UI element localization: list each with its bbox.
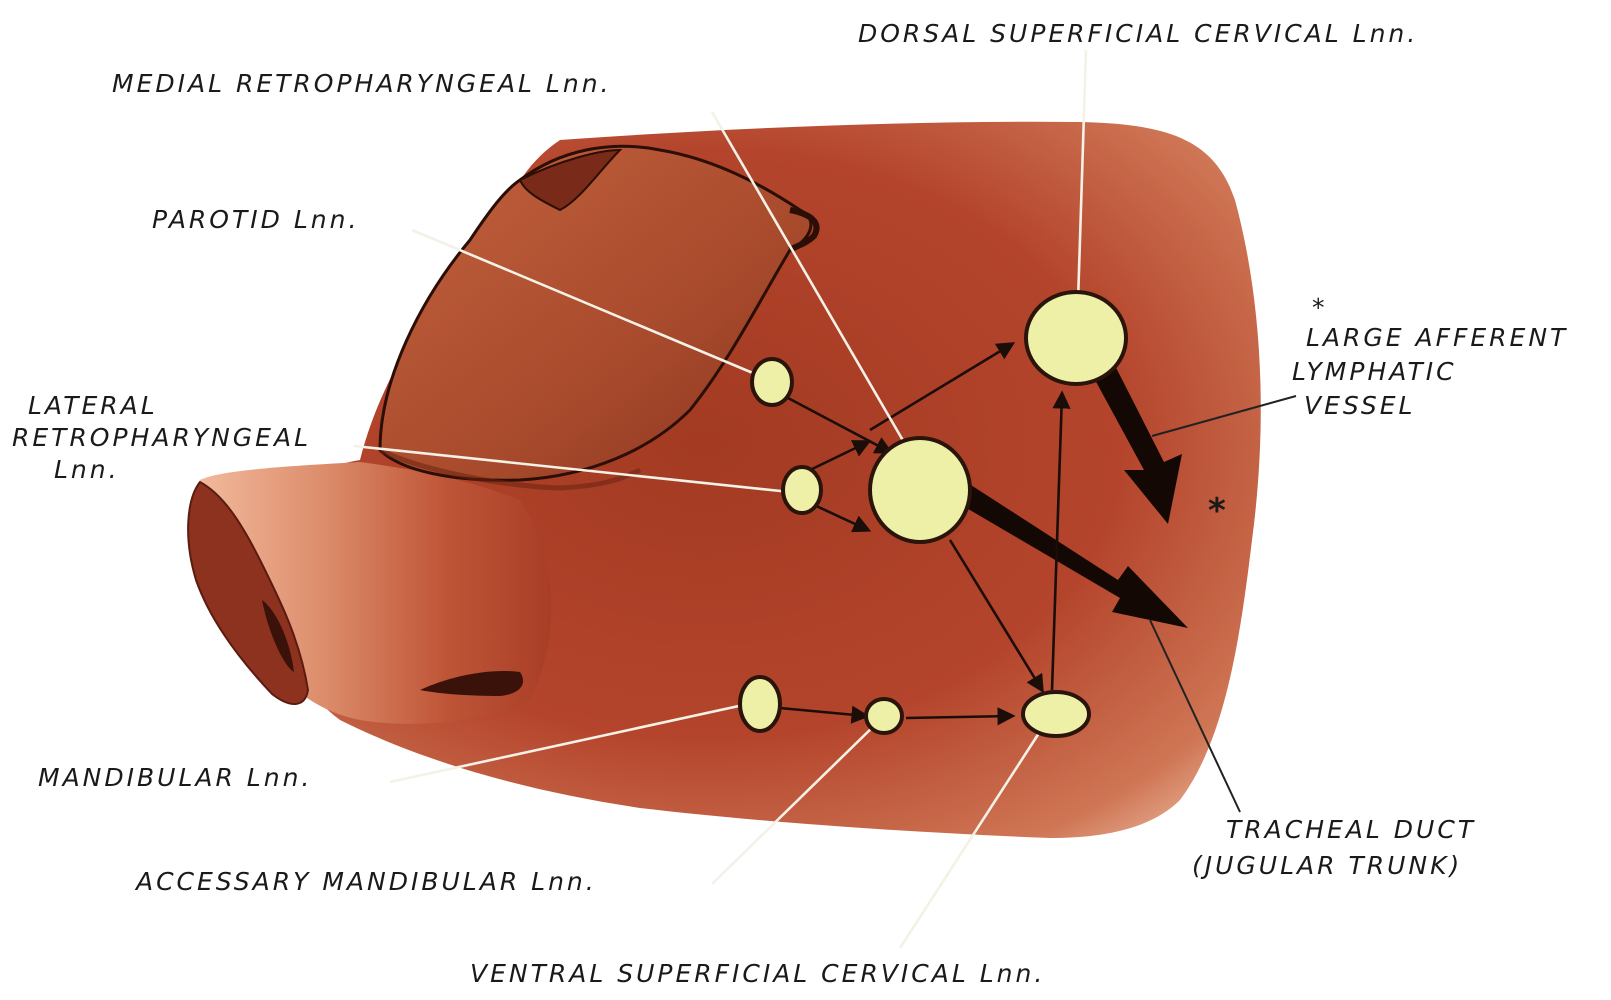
ventral-superficial-cervical-node xyxy=(1023,692,1089,736)
label-accessory-mandibular: ACCESSARY MANDIBULAR Lnn. xyxy=(134,867,597,896)
accessory-mandibular-node xyxy=(866,699,902,733)
mandibular-node xyxy=(740,677,780,731)
label-dorsal-superficial-cervical: DORSAL SUPERFICIAL CERVICAL Lnn. xyxy=(858,19,1418,48)
label-parotid: PAROTID Lnn. xyxy=(152,205,359,234)
label-mandibular: MANDIBULAR Lnn. xyxy=(38,763,312,792)
label-afferent-arrow-star: * xyxy=(1208,491,1229,531)
label-lateral-line-3: Lnn. xyxy=(54,455,120,484)
label-afferent-line-1: LARGE AFFERENT xyxy=(1306,323,1568,352)
label-lateral-line-1: LATERAL xyxy=(28,391,158,420)
label-afferent-star: * xyxy=(1312,293,1328,322)
label-afferent-line-2: LYMPHATIC xyxy=(1292,357,1457,386)
lateral-retropharyngeal-node xyxy=(783,467,821,513)
medial-retropharyngeal-node xyxy=(870,438,970,542)
label-tracheal-line-2: (JUGULAR TRUNK) xyxy=(1192,851,1462,880)
label-afferent-line-3: VESSEL xyxy=(1304,391,1415,420)
parotid-node xyxy=(752,359,792,405)
dorsal-superficial-cervical-node xyxy=(1026,292,1126,384)
label-tracheal-line-1: TRACHEAL DUCT xyxy=(1226,815,1476,844)
label-ventral-superficial-cervical: VENTRAL SUPERFICIAL CERVICAL Lnn. xyxy=(470,959,1045,988)
label-medial-retropharyngeal: MEDIAL RETROPHARYNGEAL Lnn. xyxy=(112,69,611,98)
label-lateral-line-2: RETROPHARYNGEAL xyxy=(12,423,311,452)
